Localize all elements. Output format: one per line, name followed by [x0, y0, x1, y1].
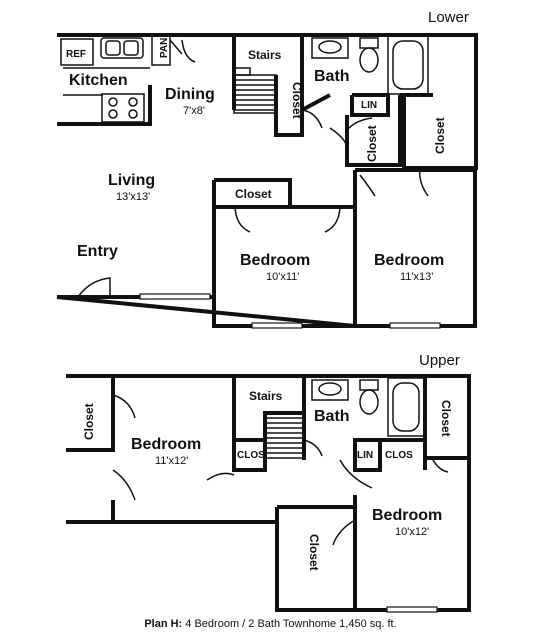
lower-bedroom-1-dimensions: 10'x11': [266, 271, 299, 283]
upper-clos-1-label: CLOS: [237, 450, 265, 461]
upper-bedroom-2-label: Bedroom: [372, 507, 442, 524]
lower-lin-label: LIN: [361, 100, 377, 111]
living-dimensions: 13'x13': [116, 191, 150, 203]
upper-lin-label: LIN: [357, 450, 373, 461]
upper-doors: [112, 394, 449, 613]
lower-stairs: [233, 67, 277, 114]
upper-bath-fixtures: [311, 377, 425, 437]
plan-description: 4 Bedroom / 2 Bath Townhome 1,450 sq. ft…: [185, 618, 397, 630]
lower-bedroom-closet-label: Closet: [235, 187, 272, 201]
lower-bath-fixtures: [311, 35, 429, 95]
upper-walls: [66, 374, 471, 612]
lower-stairs-label: Stairs: [248, 48, 282, 62]
lower-doors: [77, 39, 441, 329]
upper-bedroom-1-dimensions: 11'x12': [155, 455, 188, 467]
plan-caption: Plan H: 4 Bedroom / 2 Bath Townhome 1,45…: [0, 618, 541, 630]
upper-stairs: [264, 412, 305, 459]
upper-left-closet-label: Closet: [82, 403, 96, 440]
lower-level-title: Lower: [428, 9, 469, 26]
plan-name: Plan H:: [144, 618, 183, 630]
pan-label: PAN: [159, 38, 170, 58]
kitchen-label: Kitchen: [69, 72, 128, 89]
lower-bedroom-1-label: Bedroom: [240, 252, 310, 269]
lower-bath-label: Bath: [314, 68, 350, 85]
lower-hall-closet-label: Closet: [365, 125, 379, 162]
upper-clos-2-label: CLOS: [385, 450, 413, 461]
upper-bottom-closet-label: Closet: [307, 534, 321, 571]
dining-label: Dining: [165, 86, 215, 103]
upper-level-title: Upper: [419, 352, 460, 369]
ref-label: REF: [66, 49, 86, 60]
upper-right-closet-label: Closet: [439, 400, 453, 437]
upper-stairs-label: Stairs: [249, 389, 283, 403]
lower-stairs-closet-label: Closet: [290, 82, 304, 119]
upper-bedroom-1-label: Bedroom: [131, 436, 201, 453]
dining-dimensions: 7'x8': [183, 105, 205, 117]
lower-bedroom-2-dimensions: 11'x13': [400, 271, 433, 283]
upper-bedroom-2-dimensions: 10'x12': [395, 526, 429, 538]
lower-bedroom-2-label: Bedroom: [374, 252, 444, 269]
upper-bath-label: Bath: [314, 408, 350, 425]
living-label: Living: [108, 172, 155, 189]
entry-label: Entry: [77, 243, 118, 260]
kitchen-fixtures: [60, 34, 183, 123]
lower-right-closet-label: Closet: [433, 117, 447, 154]
